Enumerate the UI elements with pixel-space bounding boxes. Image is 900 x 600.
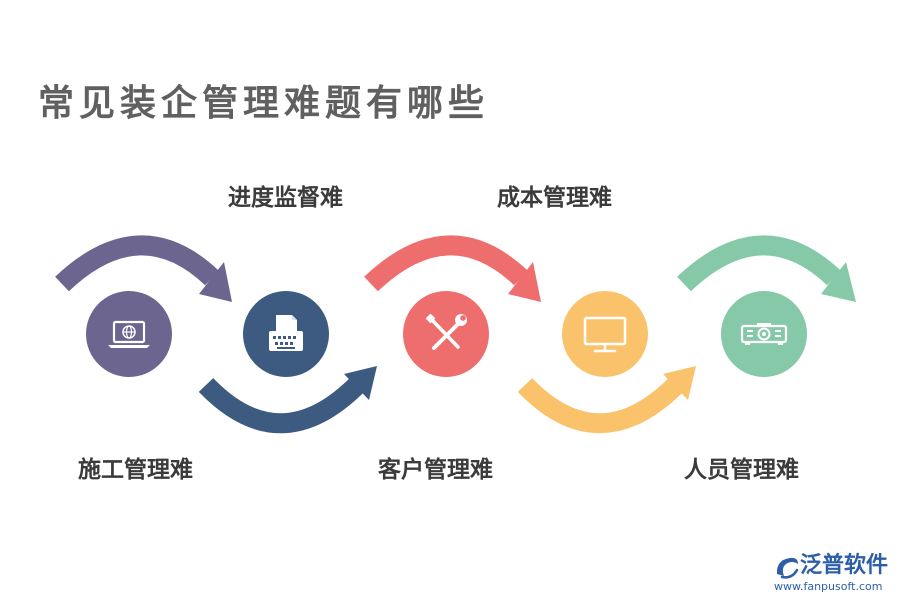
step-1-circle: [86, 291, 172, 377]
step-3-label: 客户管理难: [378, 457, 493, 483]
arrow-1: [55, 235, 232, 302]
arrow-2: [198, 366, 377, 434]
step-5-label: 人员管理难: [684, 457, 799, 483]
step-4-circle: [562, 291, 648, 377]
step-4-label: 成本管理难: [497, 185, 612, 211]
printer-icon: [269, 315, 303, 351]
logo-name: 泛普软件: [800, 553, 889, 578]
step-3-circle: [403, 291, 489, 377]
projector-icon: [740, 323, 788, 345]
laptop-globe-icon: [108, 320, 150, 348]
page-title: 常见装企管理难题有哪些: [38, 83, 490, 124]
step-2-circle: [243, 291, 329, 377]
logo-swirl-icon: [776, 557, 799, 579]
arrow-4: [517, 366, 696, 434]
step-1-label: 施工管理难: [78, 457, 193, 483]
brand-logo: 泛普软件 www.fanpusoft.com: [770, 550, 895, 598]
monitor-icon: [583, 316, 627, 353]
step-5-circle: [721, 291, 807, 377]
step-2-label: 进度监督难: [228, 185, 343, 211]
logo-url: www.fanpusoft.com: [774, 580, 883, 593]
wrench-screwdriver-icon: [425, 313, 467, 350]
arrow-5: [677, 235, 856, 302]
arrow-3: [364, 235, 541, 302]
